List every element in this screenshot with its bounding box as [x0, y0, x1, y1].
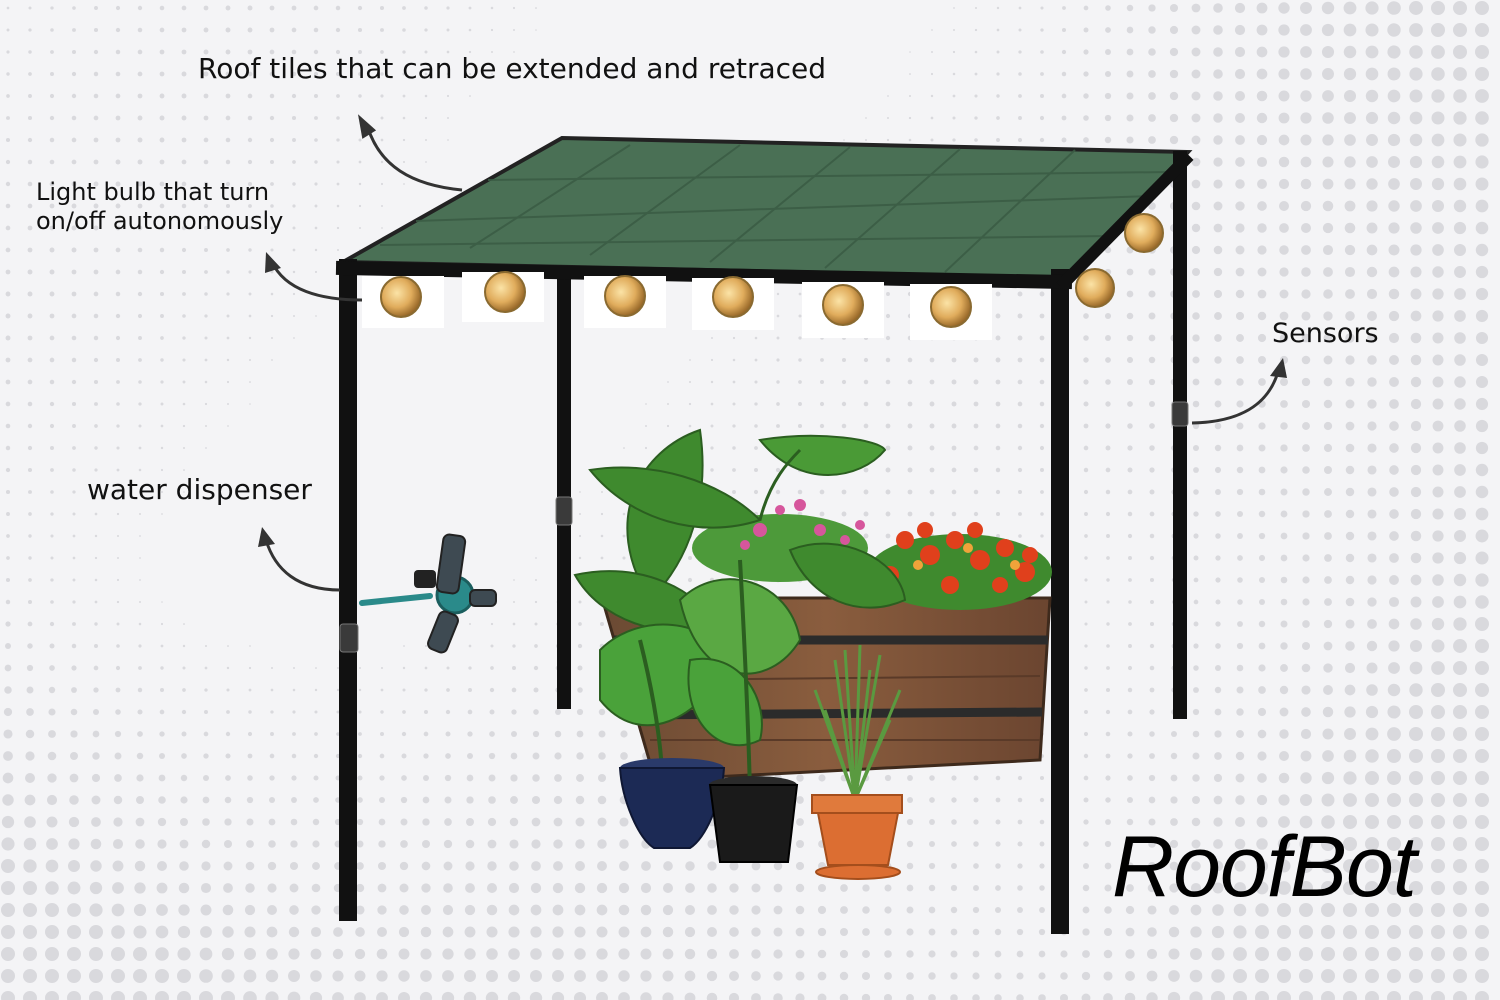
- light-bulb-icon: [362, 276, 444, 328]
- light-bulb-icon: [462, 271, 544, 322]
- black-pot: [708, 776, 799, 863]
- blue-pot: [618, 758, 726, 849]
- tropical-plants: [573, 428, 907, 791]
- sprinkler-icon: [359, 533, 497, 654]
- frame: [335, 151, 1194, 934]
- light-bulb-icon: [692, 276, 774, 330]
- page-title: RoofBot: [1112, 819, 1417, 915]
- light-bulb-icon: [910, 284, 992, 340]
- roof-tiles: [335, 135, 1193, 281]
- light-bulb-icon: [802, 282, 884, 338]
- water-dispenser-label: water dispenser: [87, 473, 312, 506]
- terracotta-pot: [811, 794, 903, 880]
- light-bulb-icon: [1075, 268, 1115, 308]
- sensors: [339, 401, 1189, 653]
- light-bulb-label: Light bulb that turn on/off autonomously: [36, 178, 284, 235]
- arrow-icon: [358, 114, 463, 192]
- sensors-label: Sensors: [1272, 318, 1379, 349]
- roof-tiles-label: Roof tiles that can be extended and retr…: [198, 52, 827, 85]
- light-bulb-icon: [584, 275, 666, 328]
- rosemary-plant: [813, 644, 902, 801]
- light-bulb-icon: [1124, 213, 1164, 253]
- sensor-icon: [555, 496, 573, 526]
- arrow-icon: [258, 527, 341, 592]
- arrows: [258, 114, 1287, 592]
- arrow-icon: [265, 252, 363, 302]
- light-bulbs: [362, 213, 1164, 340]
- pots: [618, 758, 903, 880]
- arrow-icon: [1191, 358, 1287, 425]
- sensor-icon: [339, 623, 359, 653]
- sensor-icon: [1171, 401, 1189, 427]
